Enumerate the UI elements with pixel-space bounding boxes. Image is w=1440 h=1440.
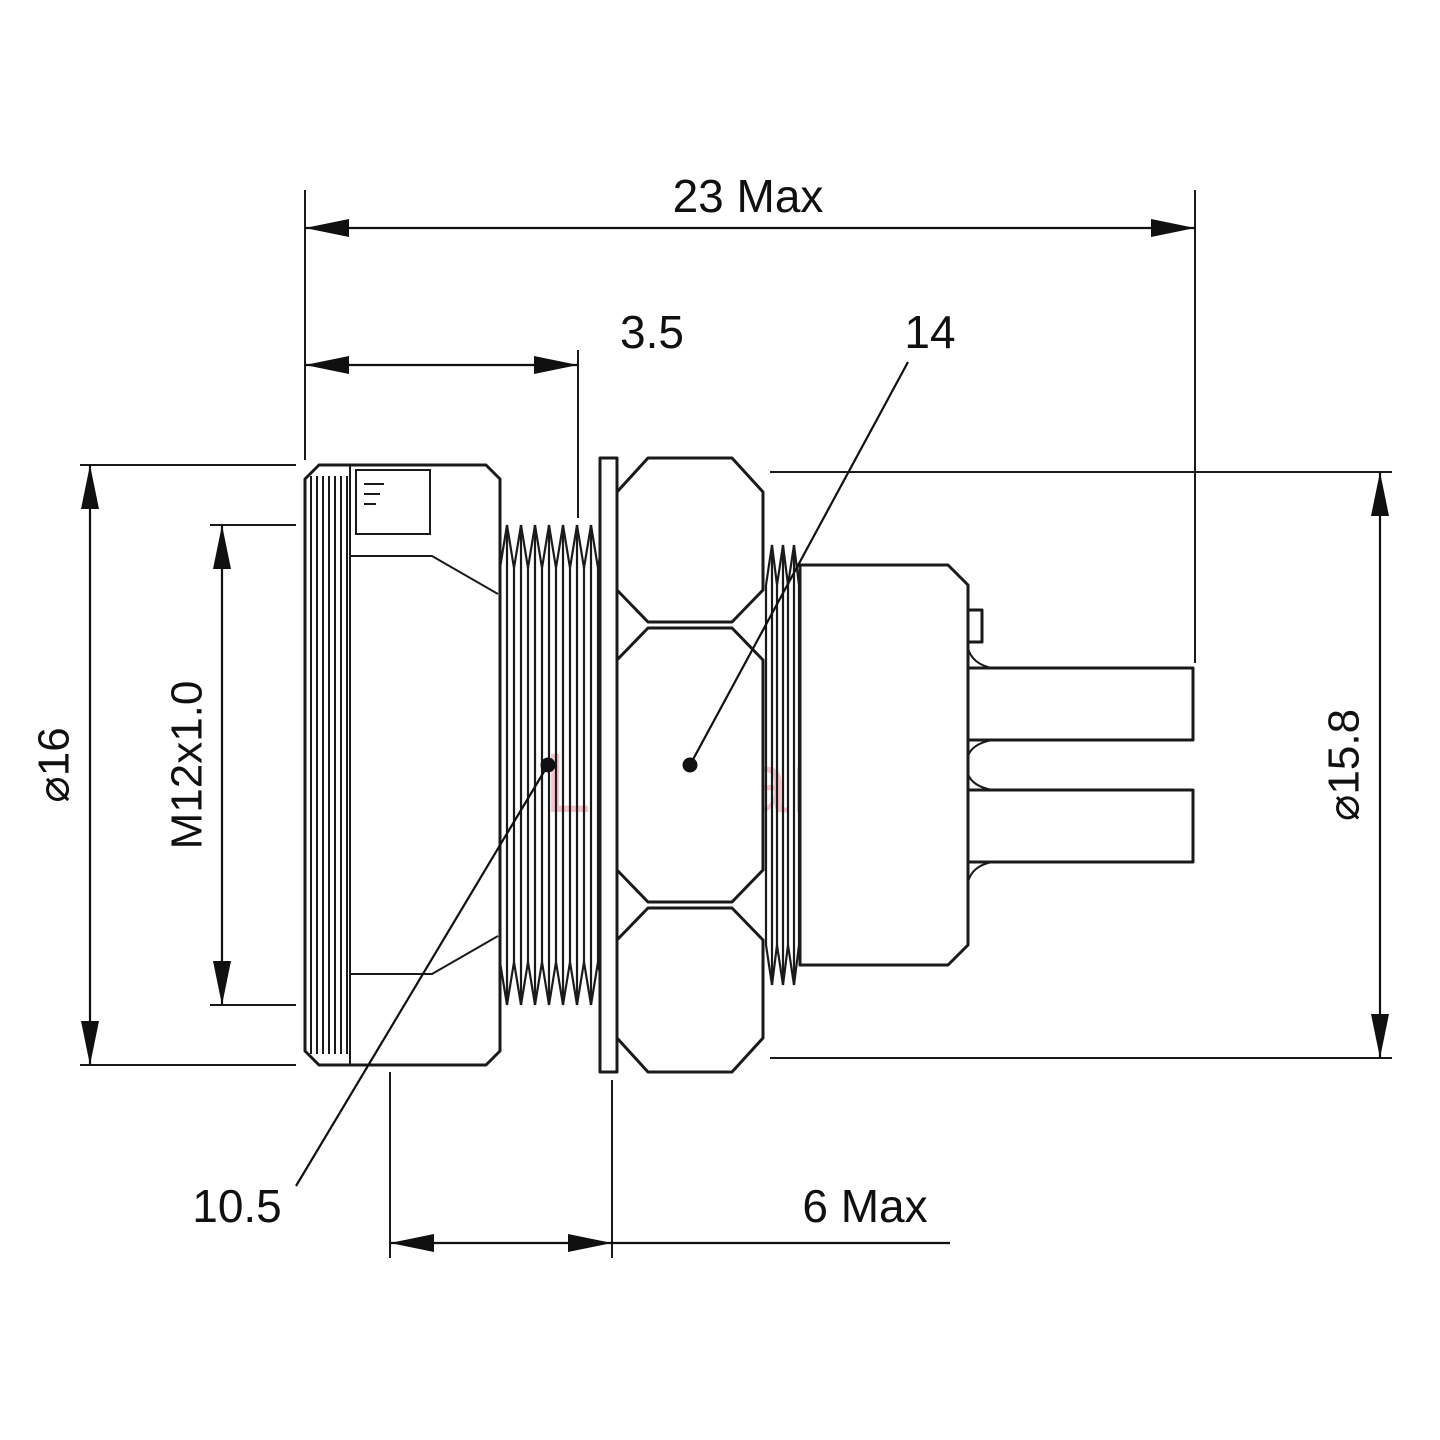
- dimension-rear-length: 6 Max: [389, 1072, 950, 1258]
- thread-crest-bottom: [498, 961, 614, 1006]
- dimension-thread-spec: M12x1.0: [163, 524, 296, 1006]
- dimension-rear-diameter: ⌀15.8: [770, 471, 1392, 1059]
- dim-label-total-length: 23 Max: [673, 170, 824, 222]
- leader-line: [689, 361, 909, 766]
- leader-line: [295, 764, 549, 1187]
- hex-facet-bottom: [615, 906, 765, 1074]
- arrowhead-top: [1371, 472, 1389, 516]
- brand-marking-text-lines: [364, 483, 384, 505]
- brand-marking-box: [355, 469, 431, 535]
- reference-dot-hex: [682, 757, 698, 773]
- arrowhead-top: [81, 465, 99, 509]
- pin-fillets: [967, 647, 993, 883]
- front-nut-shoulder-bottom: [350, 935, 499, 975]
- front-nut-shoulder-top: [350, 555, 499, 595]
- rear-thread-flank-lines: [770, 545, 796, 985]
- arrowhead-left: [305, 219, 349, 237]
- sealing-washer: [598, 456, 619, 1074]
- rear-body: [798, 563, 984, 967]
- front-nut-outline: [303, 463, 502, 1067]
- hex-facet-top: [615, 456, 765, 624]
- arrowhead-right: [534, 356, 578, 374]
- dim-label-rear-diameter: ⌀15.8: [1320, 709, 1369, 821]
- rear-thread-section: [764, 544, 801, 986]
- pin-bottom: [966, 788, 1195, 864]
- rear-body-shell: [798, 563, 970, 967]
- rear-body-key-nub: [966, 608, 984, 644]
- arrowhead-right: [1151, 219, 1195, 237]
- knurl-lines: [310, 476, 348, 1054]
- dim-label-front-diameter: ⌀16: [30, 727, 79, 802]
- dimension-front-diameter: ⌀16: [30, 464, 296, 1066]
- dim-label-thread-root: 10.5: [192, 1180, 282, 1232]
- dimension-front-offset: 3.5: [305, 306, 684, 518]
- arrowhead-top: [213, 525, 231, 569]
- arrowhead-left: [390, 1234, 434, 1252]
- arrowhead-bottom: [1371, 1014, 1389, 1058]
- rear-thread-root-lines: [764, 585, 801, 945]
- front-coupling-nut: [303, 463, 502, 1067]
- dim-label-rear-length: 6 Max: [802, 1180, 927, 1232]
- dimension-total-length: 23 Max: [304, 170, 1196, 663]
- solder-pins: [966, 647, 1195, 883]
- dim-label-thread-spec: M12x1.0: [163, 681, 212, 850]
- reference-dot-thread: [540, 757, 556, 773]
- arrowhead-left: [305, 356, 349, 374]
- dim-label-hex-across-flats: 14: [904, 306, 955, 358]
- dim-label-front-offset: 3.5: [620, 306, 684, 358]
- arrowhead-bottom: [213, 961, 231, 1005]
- dimension-thread-root: 10.5: [192, 764, 549, 1232]
- arrowhead-bottom: [81, 1021, 99, 1065]
- pin-top: [966, 666, 1195, 742]
- arrowhead-right: [568, 1234, 612, 1252]
- dimension-hex-across-flats: 14: [689, 306, 956, 766]
- thread-crest-top: [498, 524, 614, 569]
